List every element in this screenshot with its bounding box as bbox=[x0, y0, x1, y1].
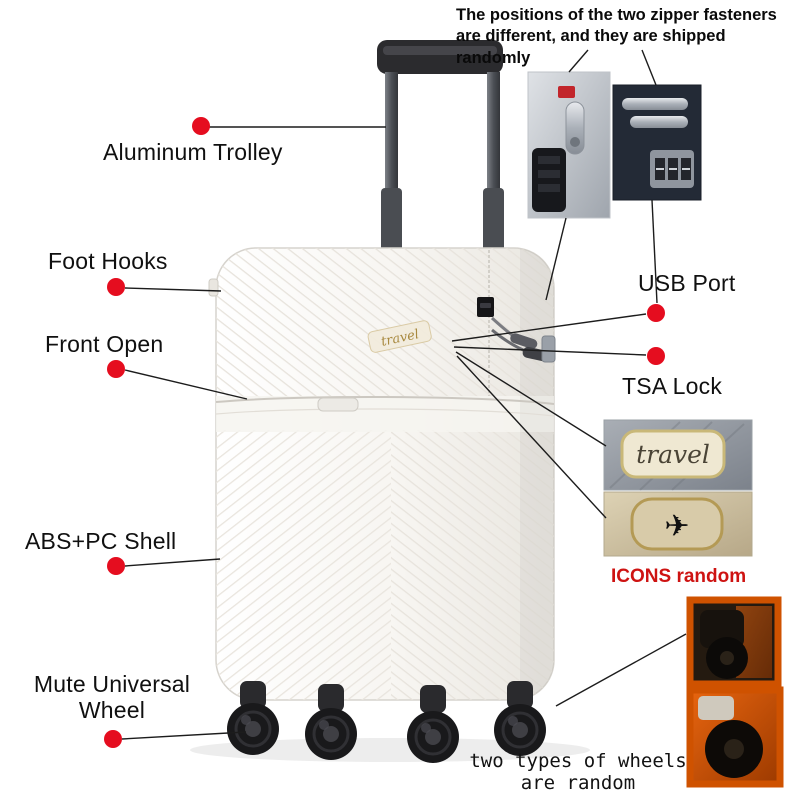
label-abs-pc-shell: ABS+PC Shell bbox=[25, 528, 177, 554]
lid-latch bbox=[317, 397, 359, 412]
bottom-note: two types of wheels are random bbox=[458, 750, 698, 795]
marker-mute-wheel bbox=[104, 730, 122, 748]
label-front-open: Front Open bbox=[45, 331, 164, 357]
markers bbox=[104, 117, 665, 748]
marker-front-open bbox=[107, 360, 125, 378]
wheels bbox=[227, 681, 546, 763]
wheel bbox=[305, 684, 357, 760]
usb-port-on-case bbox=[477, 297, 494, 317]
label-mute-universal-wheel-line1: Mute Universal bbox=[33, 671, 191, 697]
label-mute-universal-wheel-line2: Wheel bbox=[78, 696, 146, 723]
top-note-line1: The positions of the two zipper fastener… bbox=[456, 6, 777, 24]
marker-abs-pc-shell bbox=[107, 557, 125, 575]
lid-brand-badge: travel bbox=[367, 320, 432, 353]
top-note-line2: are different, and they are shipped rand… bbox=[456, 27, 726, 67]
inset-wheel-type-2 bbox=[686, 686, 784, 788]
label-aluminum-trolley: Aluminum Trolley bbox=[103, 139, 283, 165]
foot-hook bbox=[208, 278, 219, 297]
label-foot-hooks: Foot Hooks bbox=[48, 248, 168, 274]
annotation-lines bbox=[121, 49, 687, 740]
wheel bbox=[227, 681, 279, 755]
suitcase-body: travel bbox=[208, 247, 556, 701]
inset-plane-icon-badge: ✈ bbox=[603, 491, 753, 557]
marker-foot-hooks bbox=[107, 278, 125, 296]
label-usb-port: USB Port bbox=[638, 270, 736, 296]
bottom-note-line2: are random bbox=[520, 772, 636, 795]
tsa-logo-icon bbox=[558, 86, 575, 98]
top-note: The positions of the two zipper fastener… bbox=[456, 5, 800, 69]
inset-wheel-type-1 bbox=[686, 596, 782, 688]
inset-travel-badge: travel bbox=[603, 419, 753, 491]
tsa-lock-on-case bbox=[541, 335, 556, 363]
marker-tsa-lock bbox=[647, 347, 665, 365]
travel-inset-text: travel bbox=[636, 440, 710, 469]
airplane-icon: ✈ bbox=[664, 510, 689, 543]
wheel bbox=[407, 685, 459, 763]
marker-usb-port bbox=[647, 304, 665, 322]
trolley-handle bbox=[377, 40, 504, 262]
inset-zipper-fastener-silver bbox=[527, 71, 611, 219]
wheel bbox=[494, 681, 546, 756]
marker-aluminum-trolley bbox=[192, 117, 210, 135]
label-icons-random: ICONS random bbox=[611, 566, 747, 587]
bottom-note-line1: two types of wheels bbox=[469, 750, 687, 772]
inset-tsa-lock-dark bbox=[612, 84, 702, 201]
floor-shadow bbox=[190, 738, 590, 762]
label-tsa-lock: TSA Lock bbox=[622, 373, 723, 399]
label-mute-universal-wheel: Mute Universal Wheel bbox=[24, 671, 200, 724]
